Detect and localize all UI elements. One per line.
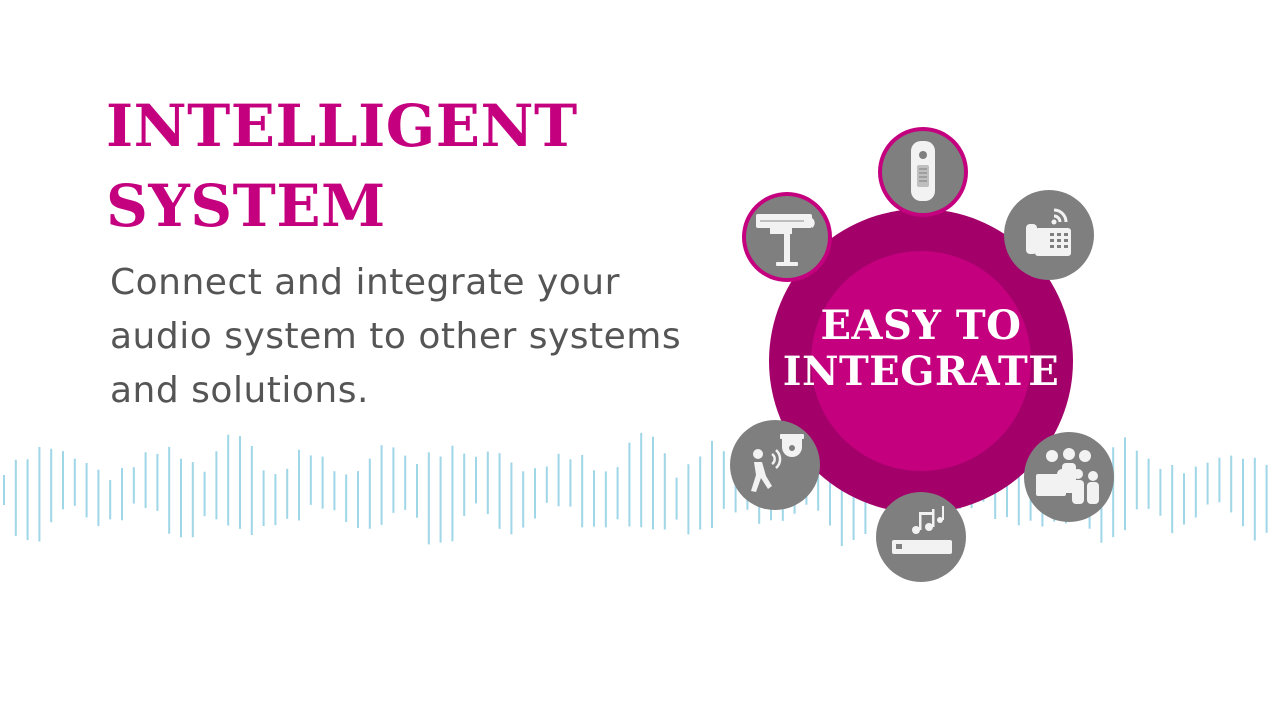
body-line-3: and solutions. (110, 370, 369, 411)
motion-camera-icon (730, 420, 820, 510)
people-icon (1024, 432, 1114, 522)
hub-line-2: INTEGRATE (782, 348, 1060, 395)
body-line-1: Connect and integrate your (110, 262, 620, 303)
door-station-icon (878, 127, 968, 217)
network-camera-icon (742, 192, 832, 282)
hub-circle (769, 209, 1073, 513)
headline-line-1: INTELLIGENT (106, 92, 578, 160)
hub-line-1: EASY TO (820, 302, 1022, 349)
music-player-icon (876, 492, 966, 582)
body-line-2: audio system to other systems (110, 316, 682, 357)
headline-line-2: SYSTEM (106, 172, 386, 240)
body-copy: Connect and integrate your audio system … (110, 256, 750, 418)
phone-icon (1004, 190, 1094, 280)
headline: INTELLIGENT SYSTEM (106, 86, 578, 246)
